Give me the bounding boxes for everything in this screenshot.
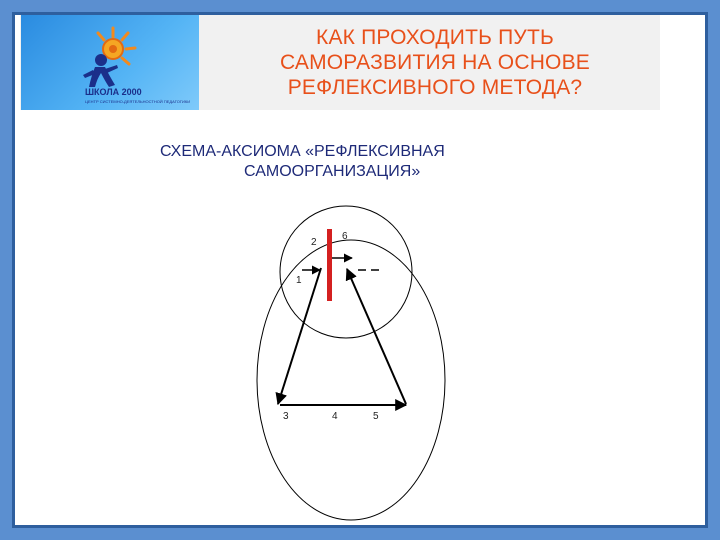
title-line-2: САМОРАЗВИТИЯ НА ОСНОВЕ [279,51,591,74]
label-3: 3 [283,411,289,422]
label-1: 1 [296,275,302,286]
title-line-3: РЕФЛЕКСИВНОГО МЕТОДА? [287,76,583,99]
subtitle-line-2: САМООРГАНИЗАЦИЯ» [244,163,421,180]
label-6: 6 [342,231,348,242]
logo-tagline: ЦЕНТР СИСТЕМНО-ДЕЯТЕЛЬНОСТНОЙ ПЕДАГОГИКИ [85,99,190,104]
label-5: 5 [373,411,379,422]
outer-ellipse [256,239,446,521]
school-2000-logo: ШКОЛА 2000 ЦЕНТР СИСТЕМНО-ДЕЯТЕЛЬНОСТНОЙ… [21,15,199,110]
subtitle-line-1: СХЕМА-АКСИОМА «РЕФЛЕКСИВНАЯ [160,143,445,160]
logo-wordmark: ШКОЛА 2000 [85,87,142,97]
diagram-subtitle: СХЕМА-АКСИОМА «РЕФЛЕКСИВНАЯ САМООРГАНИЗА… [160,142,560,182]
page-title: КАК ПРОХОДИТЬ ПУТЬ САМОРАЗВИТИЯ НА ОСНОВ… [230,25,640,100]
arrow-5-to-apex [345,267,407,405]
label-2: 2 [311,237,317,248]
inner-circle [279,205,413,339]
arrow-1-to-3 [275,267,322,406]
title-line-1: КАК ПРОХОДИТЬ ПУТЬ [316,26,554,49]
red-barrier [327,229,332,301]
label-4: 4 [332,411,338,422]
